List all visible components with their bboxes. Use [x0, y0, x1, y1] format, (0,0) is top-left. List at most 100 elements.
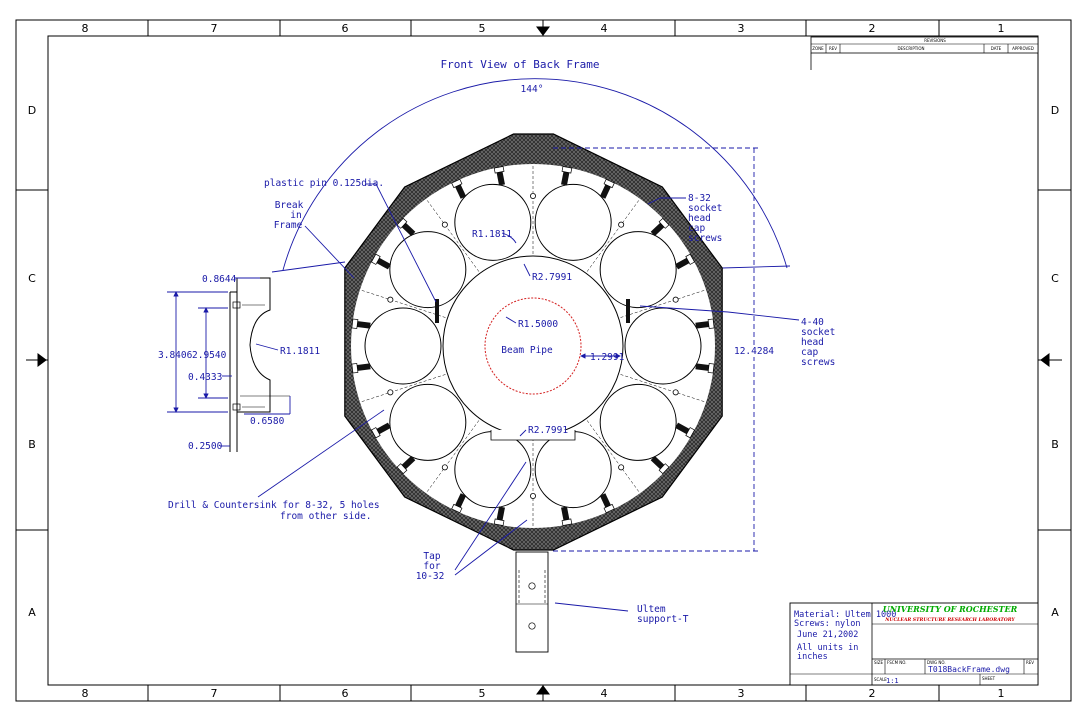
socket-screw — [675, 253, 696, 270]
frame-outline — [344, 133, 723, 551]
socket-8-32-line4: cap — [688, 223, 705, 234]
plastic-pin-label: plastic pin 0.125dia. — [264, 178, 384, 189]
spoke-hole — [618, 464, 625, 471]
frame-lobe — [454, 431, 532, 509]
spoke-hole — [441, 464, 448, 471]
socket-screw — [396, 217, 416, 237]
socket-screw — [599, 493, 615, 514]
socket-4-40-line2: socket — [801, 327, 835, 338]
height-dimension: 12.4284 — [553, 147, 776, 552]
rev-col-rev: REV — [829, 46, 837, 51]
plastic-pin — [626, 299, 630, 323]
socket-screw — [561, 506, 573, 526]
title-block: Material: Ultem 1000 Screws: nylon June … — [789, 602, 1039, 686]
zone-col-label: 6 — [342, 22, 349, 35]
frame-lobe — [454, 183, 532, 261]
ultem-label-1: Ultem — [637, 604, 666, 615]
zone-col-label: 8 — [82, 687, 89, 700]
socket-screw — [650, 217, 670, 237]
drill-label-2: from other side. — [280, 511, 372, 522]
side-0-6580: 0.6580 — [250, 416, 285, 427]
socket-screw — [451, 493, 467, 514]
frame-lobe — [599, 383, 677, 461]
socket-screw — [370, 422, 391, 439]
note-material: Material: Ultem 1000 — [794, 610, 896, 620]
note-date: June 21,2002 — [797, 630, 858, 640]
spoke-hole — [530, 192, 537, 199]
rev-col-approved: APPROVED — [1012, 46, 1034, 51]
socket-screw — [599, 178, 615, 199]
socket-4-40-line4: cap — [801, 347, 818, 358]
screws — [351, 166, 715, 526]
spoke-hole — [387, 296, 394, 303]
frame-lobes — [364, 183, 702, 509]
zone-col-label: 3 — [738, 687, 745, 700]
note-units-2: inches — [797, 652, 828, 662]
scale-label: SCALE — [874, 677, 887, 682]
note-units-1: All units in — [797, 643, 858, 653]
socket-screw — [493, 506, 505, 526]
zone-col-label: 2 — [869, 687, 876, 700]
size-label: SIZE — [874, 660, 883, 665]
spoke-hole — [672, 389, 679, 396]
drawing-title: Front View of Back Frame — [441, 58, 600, 71]
dwg-label: DWG NO. — [927, 660, 946, 665]
side-3-8406: 3.8406 — [158, 350, 193, 361]
r-2-7991-bottom-label: R2.7991 — [528, 425, 568, 436]
zone-col-label: 7 — [211, 22, 218, 35]
socket-8-32-line3: head — [688, 213, 711, 224]
zone-labels: 8 7 6 5 4 3 2 1 8 7 6 5 4 3 2 1 D C B A … — [28, 22, 1059, 700]
tap-label-3: 10-32 — [416, 571, 445, 582]
fscm-label: FSCM NO. — [887, 660, 907, 665]
socket-4-40-line5: screws — [801, 357, 835, 368]
r-1-1811-top-label: R1.1811 — [472, 229, 512, 240]
zone-row-label: B — [1051, 438, 1059, 451]
side-0-4333: 0.4333 — [188, 372, 222, 383]
zone-col-label: 8 — [82, 22, 89, 35]
r-2-7991-top-label: R2.7991 — [532, 272, 572, 283]
side-2-9540: 2.9540 — [192, 350, 227, 361]
rev-col-date: DATE — [991, 46, 1002, 51]
note-screws: Screws: nylon — [794, 619, 861, 629]
socket-4-40-line1: 4-40 — [801, 317, 824, 328]
socket-8-32-line5: screws — [688, 233, 722, 244]
side-0-2500: 0.2500 — [188, 441, 223, 452]
spoke-hole — [387, 389, 394, 396]
spoke-hole — [672, 296, 679, 303]
zone-col-label: 5 — [479, 22, 486, 35]
dim-1-2991-label: 1.2991 — [590, 352, 625, 363]
drill-label-1: Drill & Countersink for 8-32, 5 holes — [168, 500, 380, 511]
annotations: Beam Pipe R1.5000 R2.7991 R1.1811 1.2991… — [168, 178, 835, 625]
zone-col-label: 5 — [479, 687, 486, 700]
tap-label-2: for — [423, 561, 440, 572]
socket-screw — [561, 166, 573, 186]
break-label-2: in — [290, 210, 301, 221]
break-label-1: Break — [275, 200, 304, 211]
zone-row-label: C — [1051, 272, 1059, 285]
frame-lobe — [534, 431, 612, 509]
zone-col-label: 1 — [998, 22, 1005, 35]
socket-screw — [451, 178, 467, 199]
socket-screw — [351, 318, 371, 329]
beam-pipe-label: Beam Pipe — [501, 345, 553, 356]
zone-col-label: 4 — [601, 687, 608, 700]
socket-screw — [650, 455, 670, 475]
socket-8-32-line2: socket — [688, 203, 722, 214]
zone-row-label: D — [1051, 104, 1059, 117]
zone-row-label: C — [28, 272, 36, 285]
socket-4-40-line3: head — [801, 337, 824, 348]
socket-screw — [396, 455, 416, 475]
zone-col-label: 3 — [738, 22, 745, 35]
frame-lobe — [599, 231, 677, 309]
tap-label-1: Tap — [423, 551, 440, 562]
university-name: UNIVERSITY OF ROCHESTER — [883, 604, 1018, 614]
beam-pipe-circle — [484, 297, 582, 395]
lab-name: NUCLEAR STRUCTURE RESEARCH LABORATORY — [884, 617, 1015, 623]
break-label-3: Frame — [274, 220, 303, 231]
sheet-label: SHEET — [982, 676, 996, 681]
rev-col-description: DESCRIPTION — [897, 46, 924, 51]
frame-lobe — [624, 307, 702, 385]
zone-row-label: B — [28, 438, 36, 451]
socket-screw — [695, 363, 715, 374]
socket-screw — [675, 422, 696, 439]
